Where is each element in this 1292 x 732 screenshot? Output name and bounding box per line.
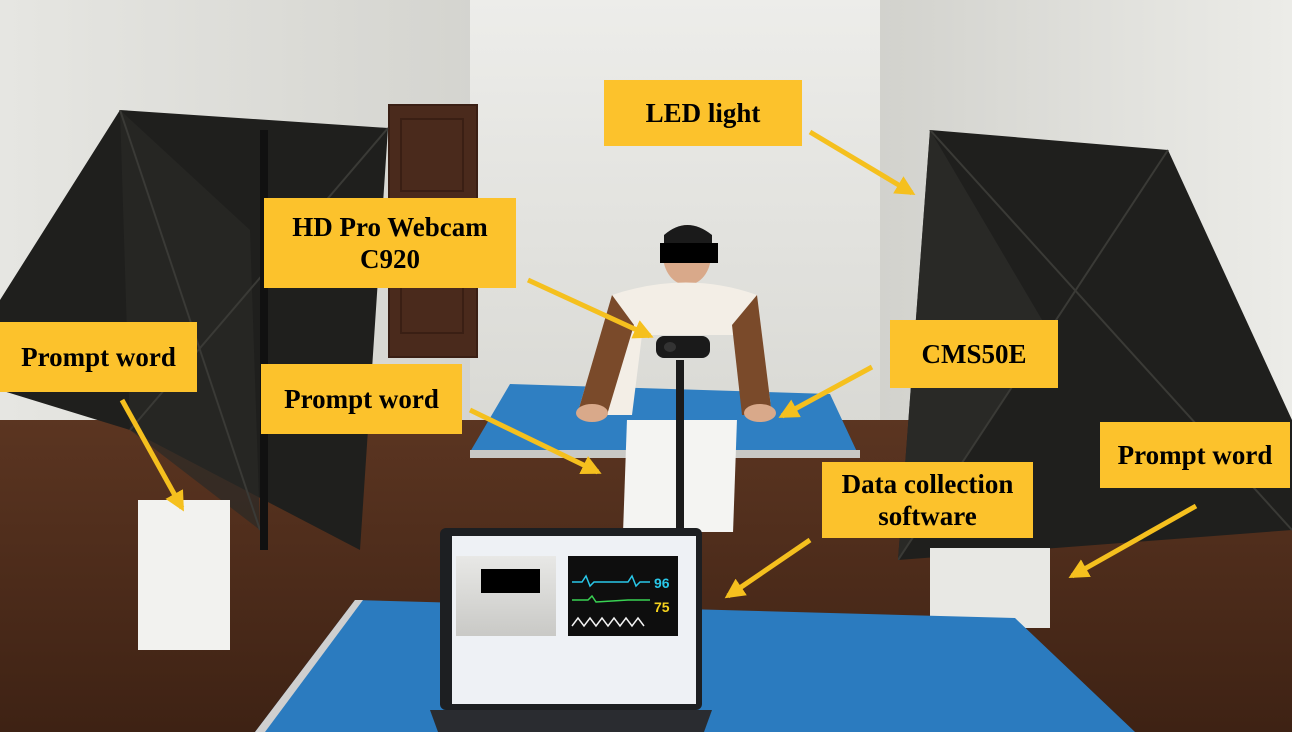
webcam-label-line1: HD Pro Webcam: [292, 211, 488, 242]
door-panel: [400, 118, 464, 192]
webcam-lens: [664, 342, 676, 352]
prompt-word-right-label: Prompt word: [1100, 422, 1290, 488]
spo2-reading: 96: [654, 575, 670, 591]
right-prompt-paper: [930, 548, 1050, 628]
prompt-word-left-label: Prompt word: [0, 322, 197, 392]
screen-face-redaction-bar: [481, 569, 540, 593]
webcam-label: HD Pro Webcam C920: [264, 198, 516, 288]
left-prompt-paper: [138, 500, 230, 650]
webcam-label-line2: C920: [360, 244, 420, 274]
led-light-label: LED light: [604, 80, 802, 146]
video-preview-pane: [456, 556, 556, 636]
prompt-word-center-label: Prompt word: [261, 364, 462, 434]
data-software-label-line1: Data collection: [841, 468, 1014, 499]
webcam-stand: [676, 360, 684, 590]
physiological-monitor-pane: 96 75: [568, 556, 678, 636]
cms50e-label: CMS50E: [890, 320, 1058, 388]
webcam-device: [656, 336, 710, 358]
face-redaction-bar: [660, 243, 718, 263]
pulse-reading: 75: [654, 599, 670, 615]
data-software-label-line2: software: [878, 501, 977, 531]
data-software-label: Data collection software: [822, 462, 1033, 538]
